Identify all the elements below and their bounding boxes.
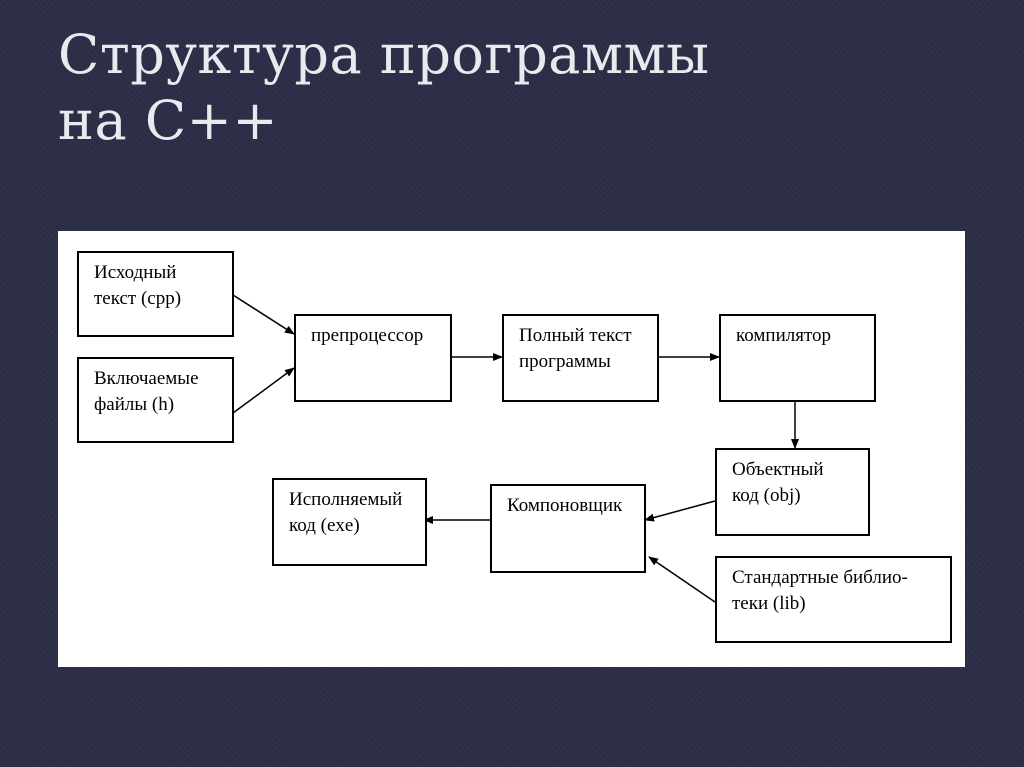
node-include-files: Включаемые файлы (h) (77, 357, 234, 443)
diagram-panel: Исходный текст (cpp) Включаемые файлы (h… (58, 231, 965, 667)
node-source-code: Исходный текст (cpp) (77, 251, 234, 337)
node-linker: Компоновщик (490, 484, 646, 573)
arrow-includes-to-preprocessor (232, 367, 295, 414)
node-full-program-text: Полный текст программы (502, 314, 659, 402)
arrow-source-to-preprocessor (232, 294, 295, 335)
diagram-arrows (232, 294, 799, 603)
slide-title: Структура программы на С++ (58, 22, 709, 154)
arrow-stdlib-to-linker (648, 556, 716, 603)
node-standard-libraries: Стандартные библио- теки (lib) (715, 556, 952, 643)
node-compiler: компилятор (719, 314, 876, 402)
node-executable: Исполняемый код (exe) (272, 478, 427, 566)
node-preprocessor: препроцессор (294, 314, 452, 402)
node-object-code: Объектный код (obj) (715, 448, 870, 536)
slide-title-line-2: на С++ (58, 89, 279, 152)
slide-title-line-1: Структура программы (58, 23, 710, 86)
arrow-object-to-linker (644, 500, 716, 522)
